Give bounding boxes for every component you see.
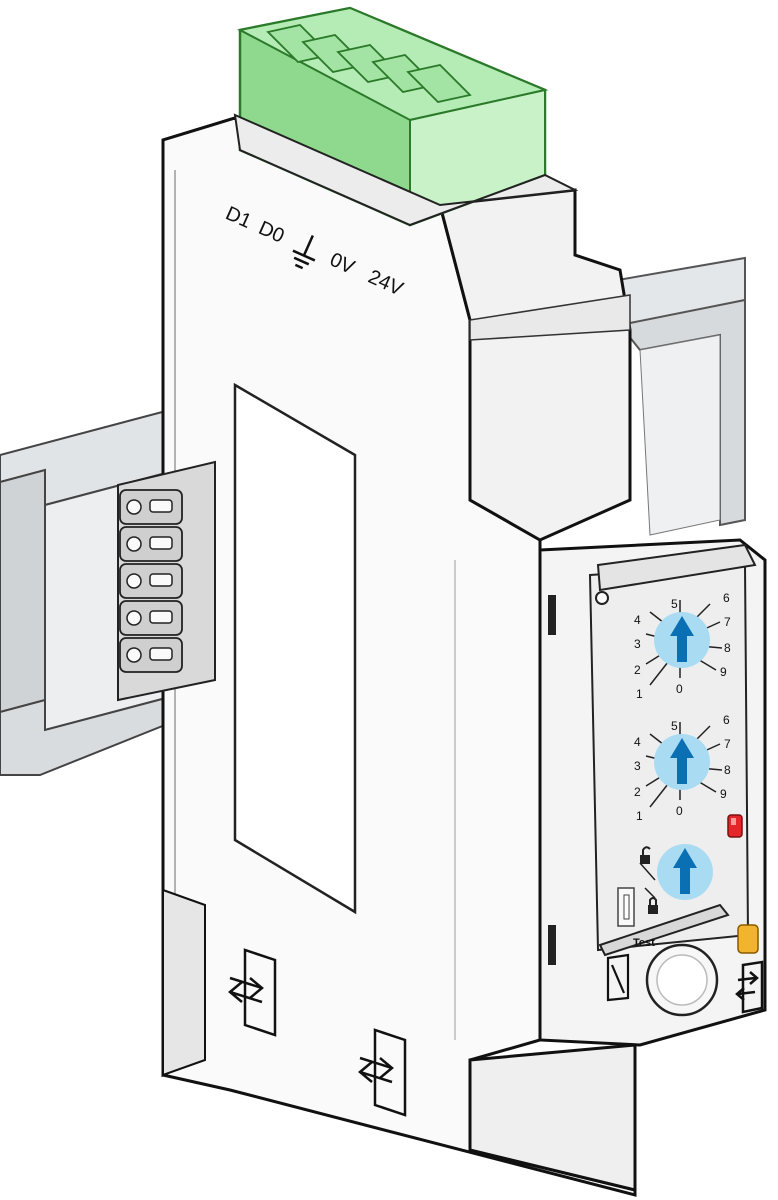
side-connector — [117, 460, 216, 702]
bus-arrows-icon — [358, 1028, 407, 1117]
tick-3: 3 — [634, 637, 641, 651]
address-switch-tens[interactable]: 5 6 4 7 3 8 2 9 1 0 — [634, 591, 731, 701]
lock-switch[interactable] — [639, 844, 713, 914]
bus-arrows-icon — [228, 948, 277, 1037]
test-label: Test — [633, 937, 655, 949]
tick-2: 2 — [634, 663, 641, 677]
cover-lip — [598, 903, 730, 957]
tick-9: 9 — [720, 787, 727, 801]
tick-5: 5 — [671, 719, 678, 733]
tick-9: 9 — [720, 665, 727, 679]
tick-7: 7 — [724, 737, 731, 751]
ground-icon — [292, 234, 316, 270]
tick-4: 4 — [634, 613, 641, 627]
tick-2: 2 — [634, 785, 641, 799]
unlock-icon — [640, 846, 651, 864]
tick-4: 4 — [634, 735, 641, 749]
tick-1: 1 — [636, 687, 643, 701]
yellow-led — [737, 924, 759, 954]
tick-0: 0 — [676, 682, 683, 696]
tick-0: 0 — [676, 804, 683, 818]
bus-arrows-icon — [735, 960, 764, 1014]
green-terminal-connector — [233, 6, 579, 227]
address-switch-units[interactable]: 5 6 4 7 3 8 2 9 1 0 — [634, 713, 731, 823]
tick-8: 8 — [724, 641, 731, 655]
lock-icon — [648, 897, 658, 914]
tick-5: 5 — [671, 597, 678, 611]
module-body — [161, 115, 637, 1197]
test-button[interactable] — [645, 943, 719, 1017]
tick-7: 7 — [724, 615, 731, 629]
tick-6: 6 — [723, 591, 730, 605]
tick-3: 3 — [634, 759, 641, 773]
tick-1: 1 — [636, 809, 643, 823]
bus-arrows-icon — [606, 953, 630, 1002]
tick-6: 6 — [723, 713, 730, 727]
tick-8: 8 — [724, 763, 731, 777]
